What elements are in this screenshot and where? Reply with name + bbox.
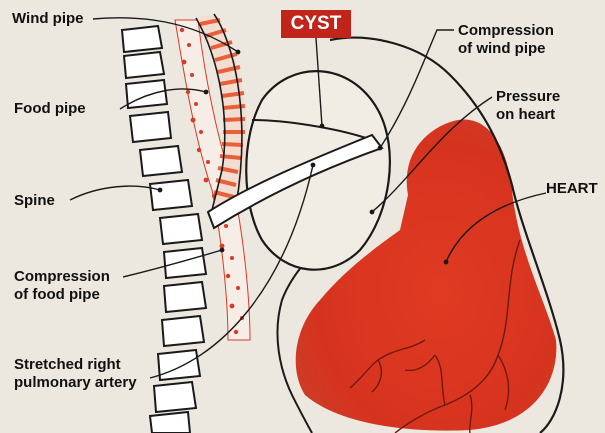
label-compression-wind-line1: Compression (458, 22, 554, 39)
label-pressure-line2: on heart (496, 106, 555, 123)
label-compression-food-line1: Compression (14, 268, 110, 285)
label-heart: HEART (546, 180, 598, 197)
label-wind-pipe: Wind pipe (12, 10, 84, 27)
label-pressure-line1: Pressure (496, 88, 560, 105)
label-spine: Spine (14, 192, 55, 209)
label-stretched-line1: Stretched right (14, 356, 121, 373)
label-stretched-line2: pulmonary artery (14, 374, 137, 391)
label-cyst: CYST (281, 10, 351, 38)
label-food-pipe: Food pipe (14, 100, 86, 117)
label-compression-food-line2: of food pipe (14, 286, 100, 303)
label-compression-wind-line2: of wind pipe (458, 40, 546, 57)
